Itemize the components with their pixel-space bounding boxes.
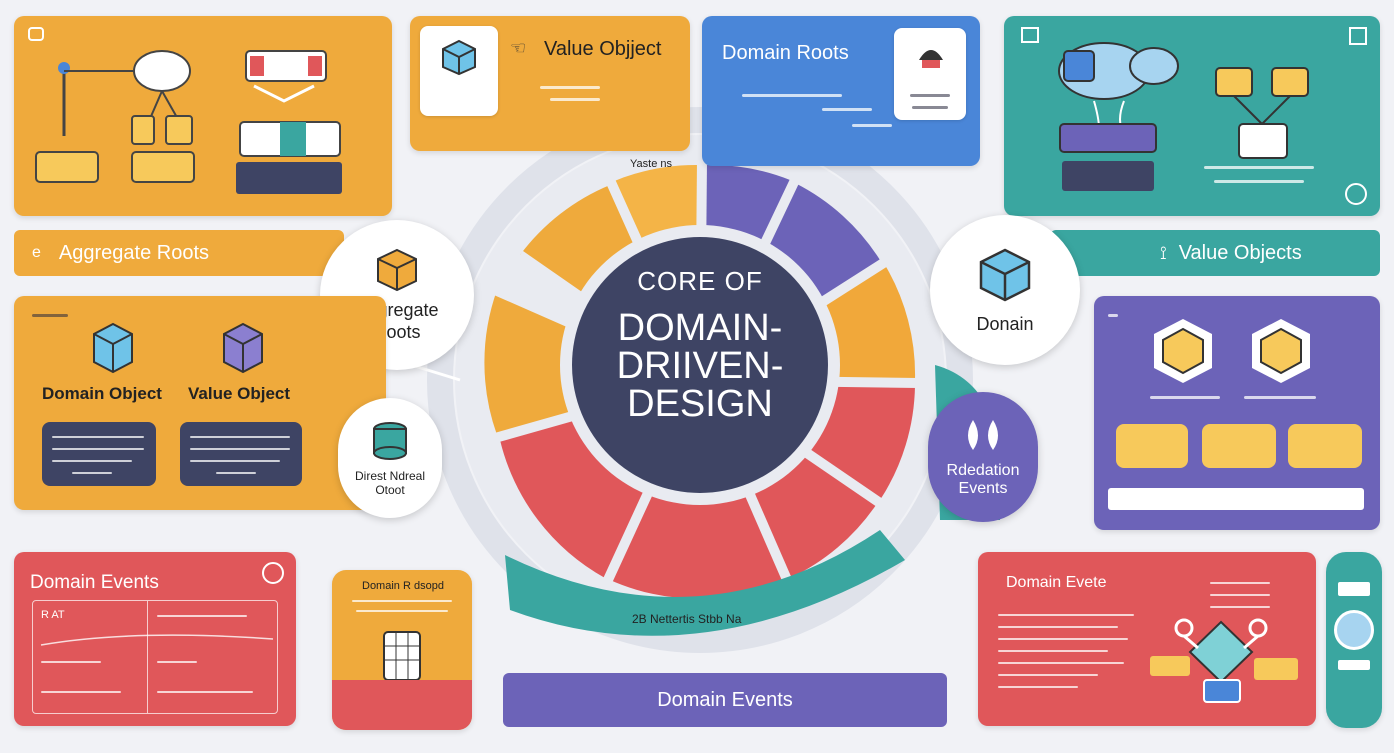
building-icon xyxy=(383,631,421,681)
domain-roots-title: Domain Roots xyxy=(722,42,849,64)
redaction-events-line1: Rdedation xyxy=(946,462,1020,479)
server-icon xyxy=(93,322,133,374)
domain-events-right-title: Domain Evete xyxy=(1006,574,1107,591)
direct-object-line1: Direst Ndreal xyxy=(354,469,426,483)
hexagon-icon-2 xyxy=(1252,319,1310,383)
center-title-line2: DOMAIN- xyxy=(617,307,783,349)
left-mid-panel: Domain Object Value Object xyxy=(14,296,386,510)
mid-bottom-card: Domain R dsopd xyxy=(332,570,472,730)
aggregate-roots-label: Aggregate Roots xyxy=(58,241,210,264)
value-card-3 xyxy=(1288,424,1362,468)
badge-icon xyxy=(262,562,284,584)
redaction-events-line2: Events xyxy=(958,480,1008,497)
direct-object-line2: Otoot xyxy=(375,483,405,497)
icon-strip xyxy=(1108,488,1364,510)
hexagon-icon xyxy=(1154,319,1212,383)
aggregate-roots-banner[interactable]: e Aggregate Roots xyxy=(14,230,344,276)
domain-events-right-panel: Domain Evete xyxy=(978,552,1316,726)
domain-object-label: Domain Object xyxy=(42,384,162,403)
domain-events-bottom-label: Domain Events xyxy=(657,688,793,711)
table-cell-a: R AT xyxy=(41,609,65,621)
database-icon xyxy=(223,322,263,374)
domain-badge-label: Donain xyxy=(976,313,1034,334)
value-object-panel: ☜ Value Objject xyxy=(410,16,690,151)
center-title-line4: DESIGN xyxy=(627,383,773,425)
box-icon xyxy=(377,248,417,292)
value-objects-label: Value Objects xyxy=(1178,241,1302,264)
events-table: R AT xyxy=(32,600,278,714)
network-diagram-icon xyxy=(28,27,342,194)
center-title-line1: CORE OF xyxy=(637,266,763,296)
top-left-panel xyxy=(14,16,392,216)
value-object-card xyxy=(180,422,302,486)
trend-line xyxy=(40,634,274,646)
network-icon xyxy=(1150,618,1298,703)
domain-roots-panel: Domain Roots xyxy=(702,16,980,166)
center-disc xyxy=(572,237,828,493)
value-card-2 xyxy=(1202,424,1276,468)
wheel-top-label: Yaste ns xyxy=(630,158,672,170)
center-title-line3: DRIIVEN- xyxy=(616,345,784,387)
cloud-diagram-icon xyxy=(1021,27,1367,205)
roots-icon-card xyxy=(894,28,966,120)
cylinder-icon xyxy=(373,422,407,460)
cube-icon xyxy=(979,248,1031,301)
mid-bottom-card-title: Domain R dsopd xyxy=(362,580,444,592)
direct-object-badge: Direst Ndreal Otoot xyxy=(338,398,442,518)
redaction-events-badge: Rdedation Events xyxy=(928,392,1038,522)
chevron-left-icon: e xyxy=(32,244,41,261)
arrow-icon: ⟟ xyxy=(1160,242,1167,263)
cube-icon xyxy=(442,39,476,76)
bell-icon xyxy=(919,50,943,68)
domain-events-left-title: Domain Events xyxy=(30,572,159,593)
value-card-1 xyxy=(1116,424,1188,468)
center-title-block: CORE OF DOMAIN- DRIIVEN- DESIGN xyxy=(572,266,828,423)
wheel-bottom-arc-text: 2B Nettertis Stbb Na xyxy=(632,612,742,626)
value-objects-banner[interactable]: ⟟ Value Objects xyxy=(1050,230,1380,276)
value-object-label: Value Object xyxy=(188,384,291,403)
cube-card xyxy=(420,26,498,116)
cursor-icon: ☜ xyxy=(510,38,527,58)
bottom-teal-arc xyxy=(505,530,905,636)
domain-events-bottom-banner[interactable]: Domain Events xyxy=(503,673,947,727)
right-edge-tab xyxy=(1326,552,1382,728)
value-object-title: Value Objject xyxy=(544,38,662,60)
drops-icon xyxy=(968,420,998,450)
domain-object-card xyxy=(42,422,156,486)
top-right-panel xyxy=(1004,16,1380,216)
right-mid-panel xyxy=(1094,296,1380,530)
domain-events-left-panel: Domain Events R AT xyxy=(14,552,296,726)
domain-badge: Donain xyxy=(930,215,1080,365)
